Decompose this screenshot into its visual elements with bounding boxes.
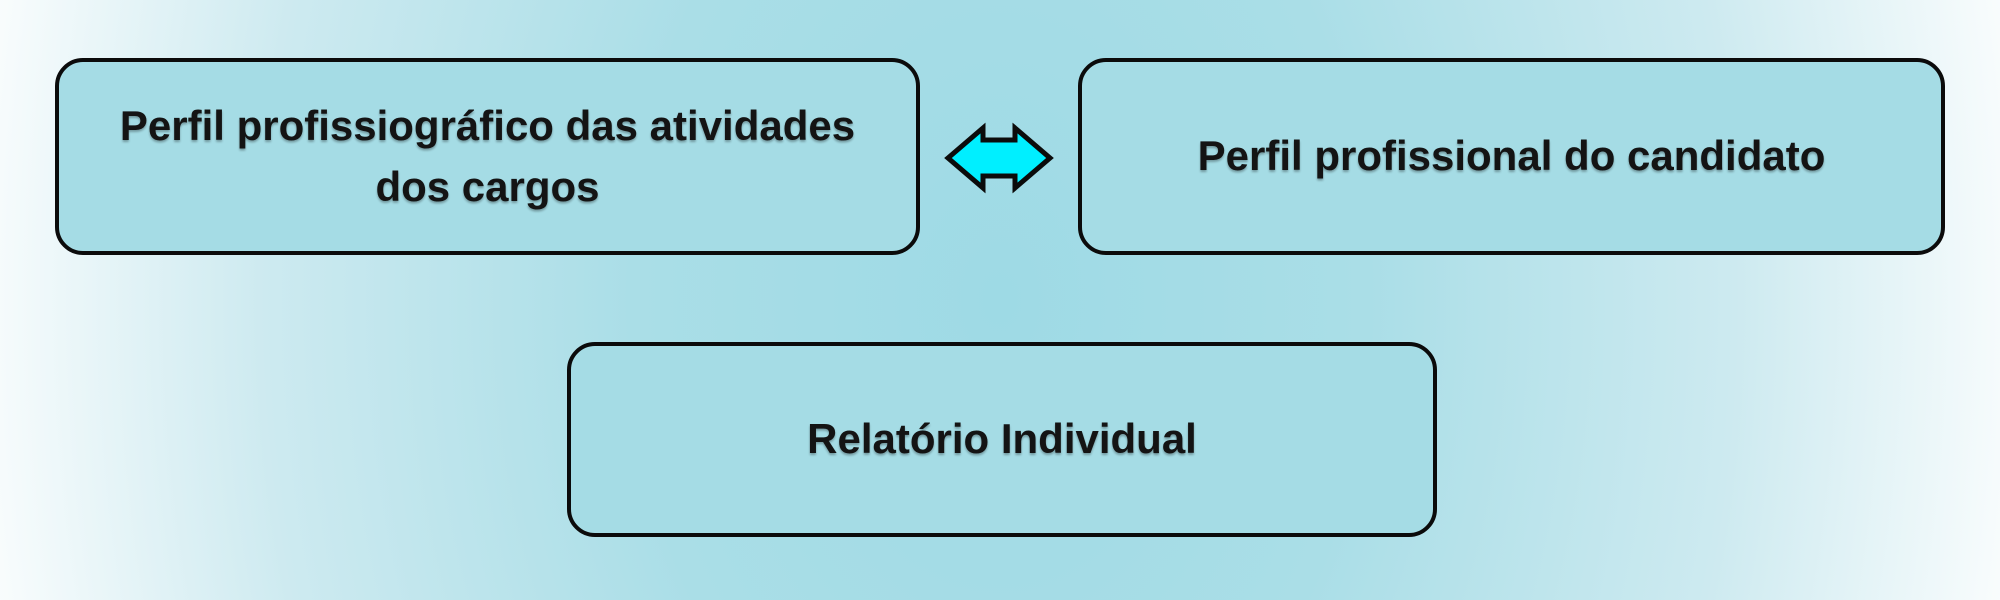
node-label-line-1: Perfil profissional do candidato <box>1197 132 1826 180</box>
node-perfil-profissiografico: Perfil profissiográfico das atividades d… <box>55 58 920 255</box>
node-label-line-1: Perfil profissiográfico das atividades <box>119 101 856 149</box>
double-arrow-icon <box>944 122 1054 194</box>
node-perfil-profissional: Perfil profissional do candidato <box>1078 58 1945 255</box>
node-relatorio-individual: Relatório Individual <box>567 342 1437 537</box>
node-label-line-2: dos cargos <box>375 162 600 210</box>
node-label: Relatório Individual <box>807 409 1197 470</box>
node-label: Perfil profissional do candidato <box>1198 126 1826 187</box>
node-label-line-1: Relatório Individual <box>807 415 1197 463</box>
node-label: Perfil profissiográfico das atividades d… <box>120 96 855 218</box>
